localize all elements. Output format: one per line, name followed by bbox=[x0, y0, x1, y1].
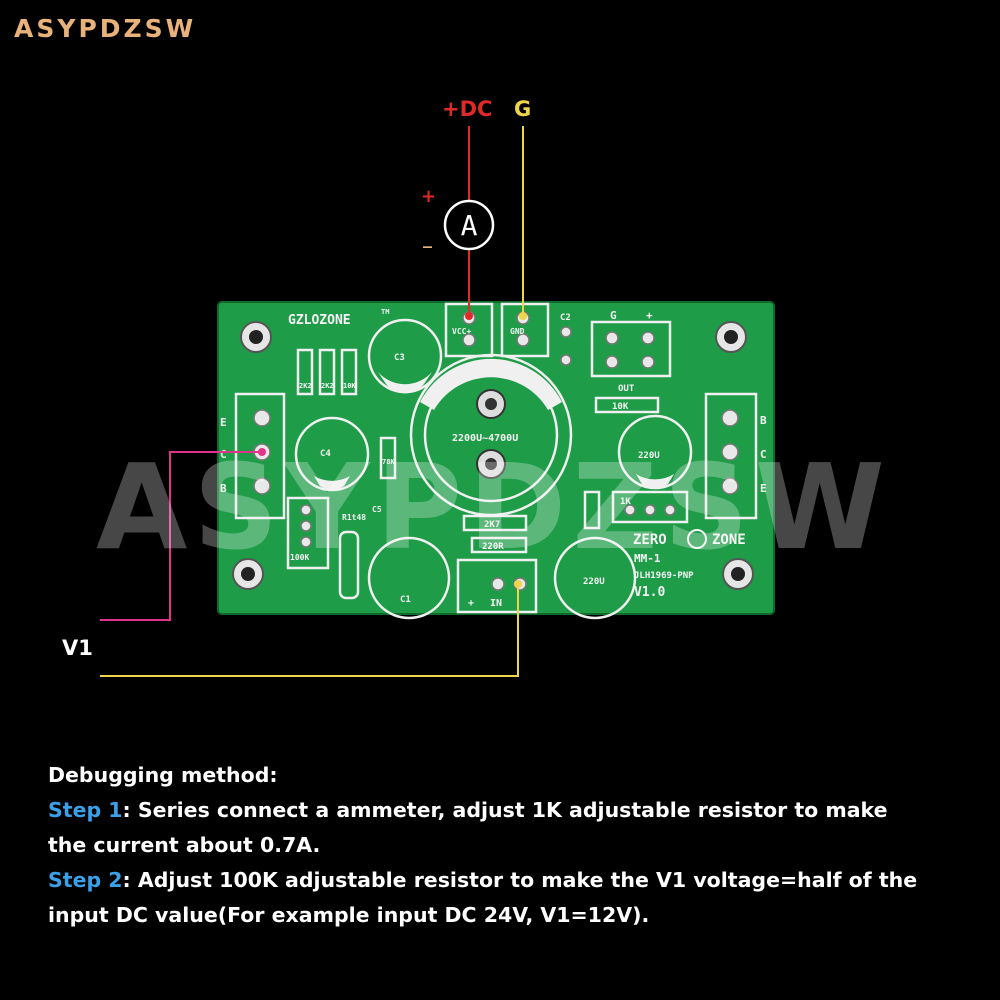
zero-zone-logo-icon bbox=[687, 529, 707, 549]
left-c-label: C bbox=[220, 448, 227, 461]
out-plus-label: + bbox=[646, 309, 653, 322]
v1-label: V1 bbox=[62, 636, 93, 660]
right-c-label: C bbox=[760, 448, 767, 461]
out-g-label: G bbox=[610, 309, 617, 322]
zone-label: ZONE bbox=[712, 532, 746, 548]
step2-label: Step 2 bbox=[48, 868, 123, 892]
out-label: OUT bbox=[618, 384, 635, 394]
gnd-connector bbox=[500, 302, 550, 358]
r-100k-label: 100K bbox=[290, 553, 309, 562]
r-78k-label: 78K bbox=[382, 458, 395, 466]
pcb-board: GZLOZONE TM VCC+ GND C2 G + OUT 10K 2200… bbox=[217, 301, 775, 620]
c4-label: C4 bbox=[320, 449, 331, 459]
c1-capacitor bbox=[367, 536, 451, 620]
minus-sign: _ bbox=[423, 228, 432, 249]
vcc-label: VCC+ bbox=[452, 327, 471, 336]
left-b-label: B bbox=[220, 482, 227, 495]
pcb-tm-label: TM bbox=[381, 308, 389, 316]
left-e-label: E bbox=[220, 416, 227, 429]
instructions-heading: Debugging method: bbox=[48, 763, 278, 787]
mount-hole bbox=[232, 321, 754, 590]
dc-label: +DC bbox=[442, 97, 493, 121]
right-e-label: E bbox=[760, 482, 767, 495]
step2-line1: Step 2: Adjust 100K adjustable resistor … bbox=[48, 863, 917, 898]
c3-label: C3 bbox=[394, 353, 405, 363]
r-10k-b-label: 10K bbox=[343, 382, 356, 390]
gnd-label: GND bbox=[510, 327, 525, 336]
plus-sign: + bbox=[421, 186, 437, 207]
c5-label: C5 bbox=[372, 505, 382, 514]
step2-line2: input DC value(For example input DC 24V,… bbox=[48, 903, 650, 927]
out-connector bbox=[590, 320, 672, 378]
220u-b-label: 220U bbox=[583, 577, 605, 587]
v1-wire bbox=[100, 451, 262, 621]
solder-pads bbox=[253, 311, 739, 591]
220u-capacitor-b bbox=[553, 536, 637, 620]
in-label: IN bbox=[490, 598, 502, 609]
main-cap-label: 2200U~4700U bbox=[452, 433, 518, 444]
ht-label: R1t48 bbox=[342, 513, 366, 522]
in-wire bbox=[100, 584, 519, 677]
right-transistor-block bbox=[704, 392, 758, 520]
step1-label: Step 1 bbox=[48, 798, 123, 822]
left-transistor-block bbox=[234, 392, 286, 520]
220u-label: 220U bbox=[638, 451, 660, 461]
circuit-diagram: GZLOZONE TM VCC+ GND C2 G + OUT 10K 2200… bbox=[100, 126, 775, 677]
in-connector bbox=[456, 558, 538, 614]
g-label: G bbox=[514, 97, 532, 121]
ammeter-symbol bbox=[443, 199, 495, 251]
model-label: MM-1 bbox=[634, 552, 661, 565]
pcb-brand-label: GZLOZONE bbox=[288, 313, 351, 328]
right-b-label: B bbox=[760, 414, 767, 427]
r-2k2-a-label: 2K2 bbox=[299, 382, 312, 390]
r-2k2-b-label: 2K2 bbox=[321, 382, 334, 390]
ammeter-letter: A bbox=[461, 209, 478, 242]
step2-text: : Adjust 100K adjustable resistor to mak… bbox=[122, 868, 918, 892]
trimmer-1k bbox=[611, 490, 689, 524]
part-label: JLH1969-PNP bbox=[634, 571, 694, 581]
brand-logo: ASYPDZSW bbox=[14, 14, 197, 43]
c1-label: C1 bbox=[400, 595, 411, 605]
step1-line2: the current about 0.7A. bbox=[48, 833, 321, 857]
r-220r-label: 220R bbox=[482, 542, 504, 552]
c4-capacitor bbox=[294, 416, 370, 492]
r-1k-label: 1K bbox=[620, 497, 631, 507]
watermark: ASYPDZSW bbox=[96, 438, 891, 576]
c2-label: C2 bbox=[560, 313, 571, 323]
step1-text: : Series connect a ammeter, adjust 1K ad… bbox=[122, 798, 888, 822]
trimmer-100k bbox=[286, 496, 330, 570]
in-plus-label: + bbox=[468, 598, 474, 609]
version-label: V1.0 bbox=[634, 585, 665, 600]
zero-label: ZERO bbox=[633, 532, 667, 548]
r-10k-label: 10K bbox=[612, 402, 629, 412]
r-2k7-label: 2K7 bbox=[484, 520, 500, 530]
step1-line1: Step 1: Series connect a ammeter, adjust… bbox=[48, 793, 888, 828]
